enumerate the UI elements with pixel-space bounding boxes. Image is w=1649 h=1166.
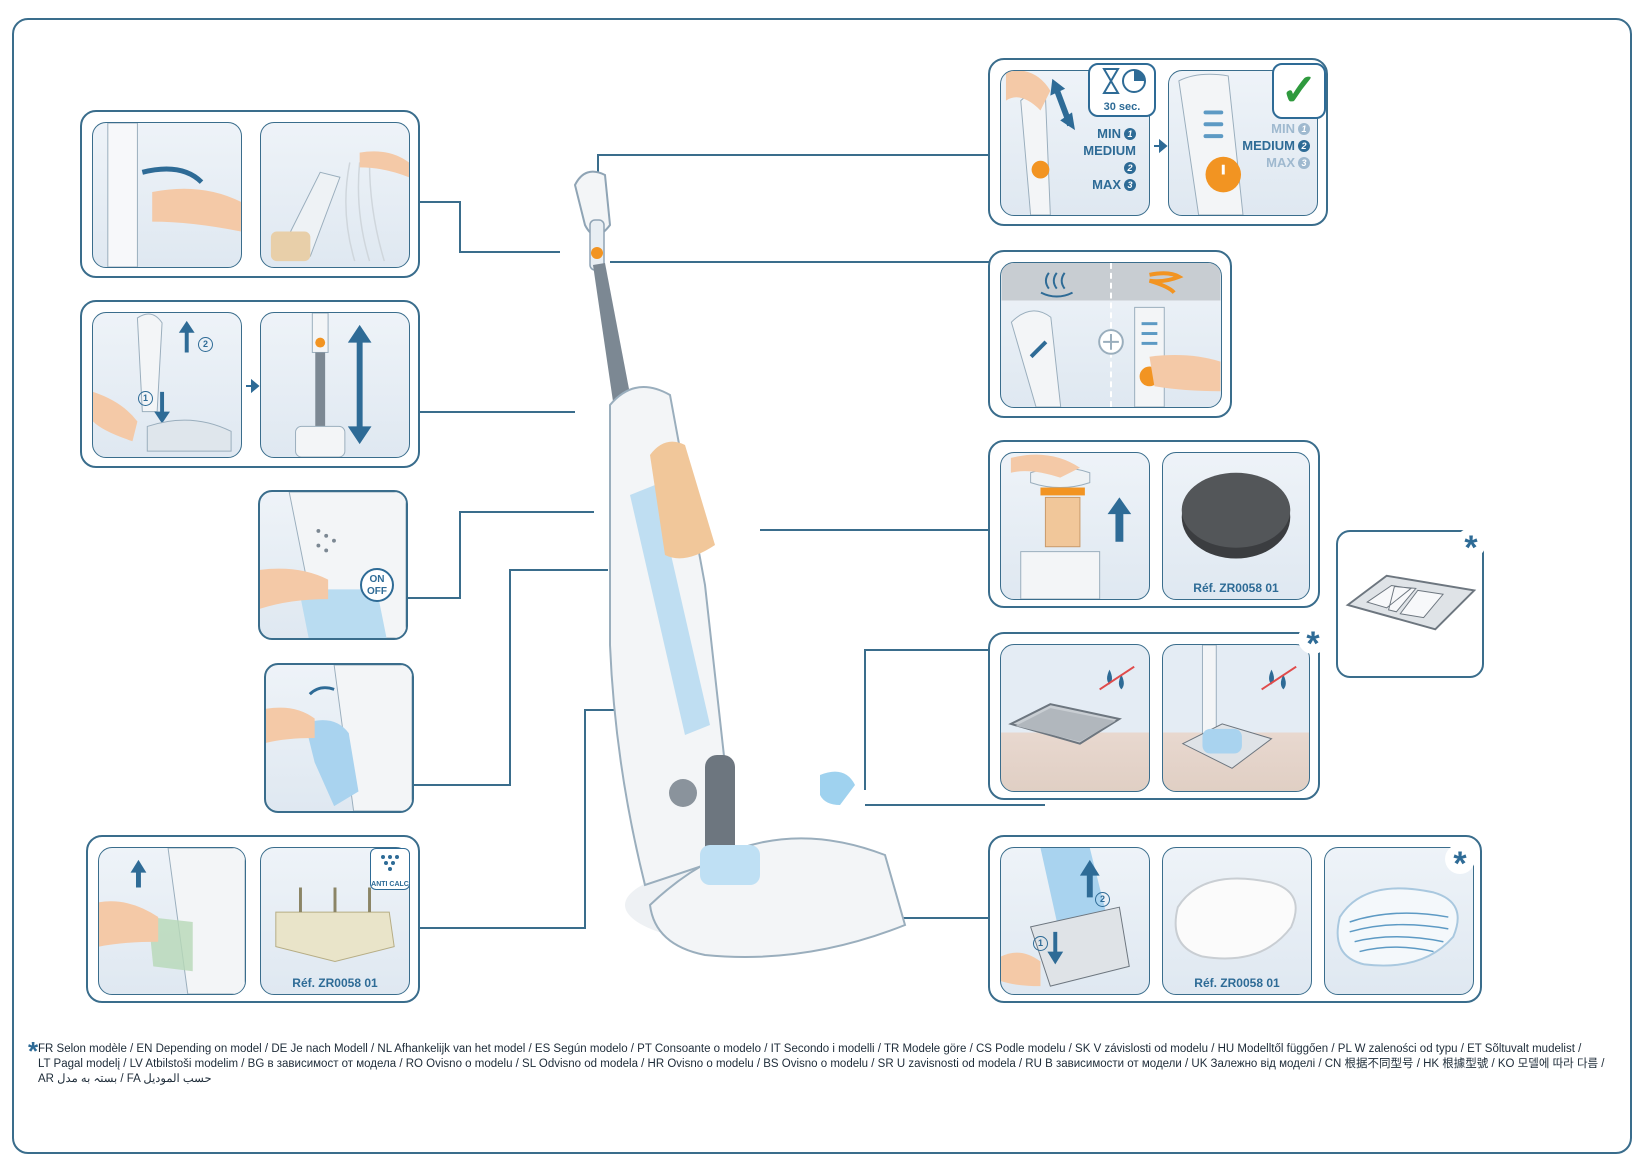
arrow-right-icon bbox=[246, 378, 260, 394]
arrow-right-icon bbox=[1154, 138, 1168, 154]
footer-line-1: FR Selon modèle / EN Depending on model … bbox=[38, 1043, 1582, 1055]
optional-asterisk-pad: * bbox=[1445, 844, 1475, 883]
line-tray-top bbox=[864, 649, 1045, 790]
footer-asterisk: * bbox=[28, 1036, 39, 1066]
cell-microfibre-pad: Réf. ZR0058 01 bbox=[1162, 847, 1312, 995]
cell-pad-attach: 1 2 bbox=[1000, 847, 1150, 995]
panel-power-levels bbox=[988, 58, 1328, 226]
cell-filter-removal bbox=[1000, 452, 1150, 600]
timer-icon: 30 sec. bbox=[1088, 63, 1156, 117]
panel-tray-use bbox=[988, 632, 1320, 800]
step-number-two: 2 bbox=[1095, 892, 1110, 907]
cell-cord-unwound bbox=[260, 122, 410, 268]
panel-mop-pads: 1 2 Réf. ZR0058 01 bbox=[988, 835, 1482, 1003]
footer-depending-on-model: FR Selon modèle / EN Depending on model … bbox=[38, 1042, 1610, 1087]
cell-tray-floor bbox=[1000, 644, 1150, 792]
checkmark-icon: ✓ bbox=[1272, 63, 1326, 119]
panel-filter: Réf. ZR0058 01 bbox=[988, 440, 1320, 608]
panel-steam-boost bbox=[988, 250, 1232, 418]
footer-line-2: LT Pagal modelį / LV Atbilstoši modelim … bbox=[38, 1058, 1605, 1070]
cell-filter-part: Réf. ZR0058 01 bbox=[1162, 452, 1310, 600]
step-number-two: 2 bbox=[198, 337, 213, 352]
optional-asterisk-tray: * bbox=[1456, 528, 1486, 567]
line-switch bbox=[408, 511, 594, 599]
footer-line-3: AR بستہ به مدل / FA حسب الموديل bbox=[38, 1073, 212, 1085]
line-cord bbox=[418, 201, 560, 253]
ref-pad: Réf. ZR0058 01 bbox=[1194, 976, 1280, 990]
cell-steam-boost bbox=[1000, 262, 1222, 408]
ref-filter: Réf. ZR0058 01 bbox=[1193, 581, 1279, 595]
off-label: OFF bbox=[367, 586, 387, 597]
panel-cord-release bbox=[80, 110, 420, 278]
timer-label: 30 sec. bbox=[1103, 101, 1141, 113]
on-label: ON bbox=[369, 574, 385, 585]
cell-cartridge-removal bbox=[98, 847, 246, 995]
panel-handle-assembly: 1 2 bbox=[80, 300, 420, 468]
cell-handle-insert: 1 2 bbox=[92, 312, 242, 458]
cell-blue-pad bbox=[1324, 847, 1474, 995]
cell-cord-hook bbox=[92, 122, 242, 268]
cell-on-off-switch bbox=[258, 490, 408, 640]
step-number-one: 1 bbox=[138, 391, 153, 406]
anti-calc-label: ANTI CALC bbox=[371, 881, 409, 888]
steam-vacuum-illustration bbox=[573, 170, 907, 958]
page-frame bbox=[12, 18, 1632, 1154]
optional-asterisk-tray-use: * bbox=[1298, 624, 1328, 663]
cell-parking-tray bbox=[1336, 530, 1484, 678]
cell-power-confirmed bbox=[1168, 70, 1318, 216]
cell-water-tank-removal bbox=[264, 663, 414, 813]
line-power bbox=[597, 154, 1040, 175]
cell-tray-parked bbox=[1162, 644, 1310, 792]
anti-calc-icon: ANTI CALC bbox=[370, 848, 410, 890]
step-number-one: 1 bbox=[1033, 936, 1048, 951]
level-medium-left: MEDIUM2 bbox=[1083, 143, 1136, 174]
cell-handle-height bbox=[260, 312, 410, 458]
ref-cartridge: Réf. ZR0058 01 bbox=[292, 976, 378, 990]
line-tank bbox=[412, 569, 608, 786]
